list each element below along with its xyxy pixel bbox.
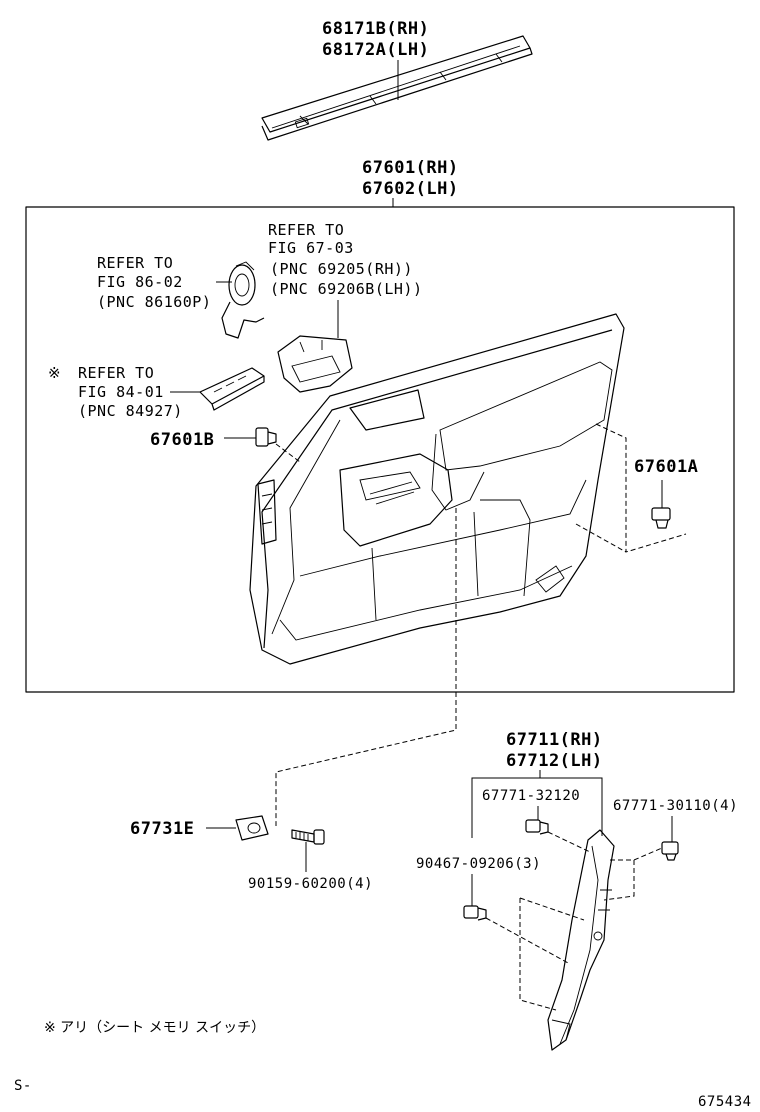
label-clip-09206: 90467-09206(3) bbox=[416, 856, 541, 872]
inside-handle-part bbox=[277, 335, 353, 393]
ref-fig67-line3: (PNC 69205(RH)) bbox=[270, 260, 413, 278]
ref-fig84-line3: (PNC 84927) bbox=[78, 402, 183, 420]
ref-fig67-line4: (PNC 69206B(LH)) bbox=[270, 280, 423, 298]
ref-fig67-line1: REFER TO bbox=[268, 221, 344, 239]
ref-fig84-line2: FIG 84-01 bbox=[78, 383, 164, 401]
ref-fig86-line1: REFER TO bbox=[97, 254, 173, 272]
clip-a-part bbox=[651, 507, 671, 529]
leader-trim-bracket bbox=[471, 777, 603, 838]
speaker-part bbox=[221, 261, 265, 339]
label-clip-b: 67601B bbox=[150, 430, 214, 450]
series-mark: S- bbox=[14, 1078, 32, 1094]
dash-clip-a bbox=[575, 423, 687, 553]
clip-b-part bbox=[255, 427, 277, 447]
figure-number: 675434 bbox=[698, 1094, 752, 1110]
scuff-trim-part bbox=[547, 829, 615, 1051]
label-screw: 90159-60200(4) bbox=[248, 876, 373, 892]
ref-fig67-line2: FIG 67-03 bbox=[268, 239, 354, 257]
clip-09206-part bbox=[463, 905, 487, 921]
ref-fig86-line3: (PNC 86160P) bbox=[97, 293, 211, 311]
screw-part bbox=[291, 829, 325, 845]
clip-30110-part bbox=[661, 841, 679, 861]
label-panel-rh: 67601(RH) bbox=[362, 158, 459, 178]
memory-switch-part bbox=[199, 367, 265, 411]
label-molding-rh: 68171B(RH) bbox=[322, 19, 429, 39]
label-panel-lh: 67602(LH) bbox=[362, 179, 459, 199]
label-molding-lh: 68172A(LH) bbox=[322, 40, 429, 60]
clip-32120-part bbox=[525, 819, 549, 835]
label-part-e: 67731E bbox=[130, 819, 194, 839]
dash-scuff-clips bbox=[485, 831, 663, 1011]
dash-clip-b bbox=[275, 443, 301, 463]
ref-fig84-mark: ※ bbox=[48, 364, 61, 382]
door-panel-frame bbox=[25, 206, 735, 693]
label-clip-30110: 67771-30110(4) bbox=[613, 798, 738, 814]
footnote-memory-switch: ※ アリ（シート メモリ スイッチ） bbox=[44, 1020, 265, 1036]
belt-molding-part bbox=[261, 35, 533, 141]
label-trim-lh: 67712(LH) bbox=[506, 751, 603, 771]
label-clip-a: 67601A bbox=[634, 457, 698, 477]
door-trim-panel-part bbox=[249, 313, 625, 665]
label-trim-rh: 67711(RH) bbox=[506, 730, 603, 750]
dash-panel-to-e bbox=[275, 508, 457, 826]
label-clip-32120: 67771-32120 bbox=[482, 788, 580, 804]
part-e-grommet bbox=[235, 815, 269, 841]
ref-fig86-line2: FIG 86-02 bbox=[97, 273, 183, 291]
ref-fig84-line1: REFER TO bbox=[78, 364, 154, 382]
